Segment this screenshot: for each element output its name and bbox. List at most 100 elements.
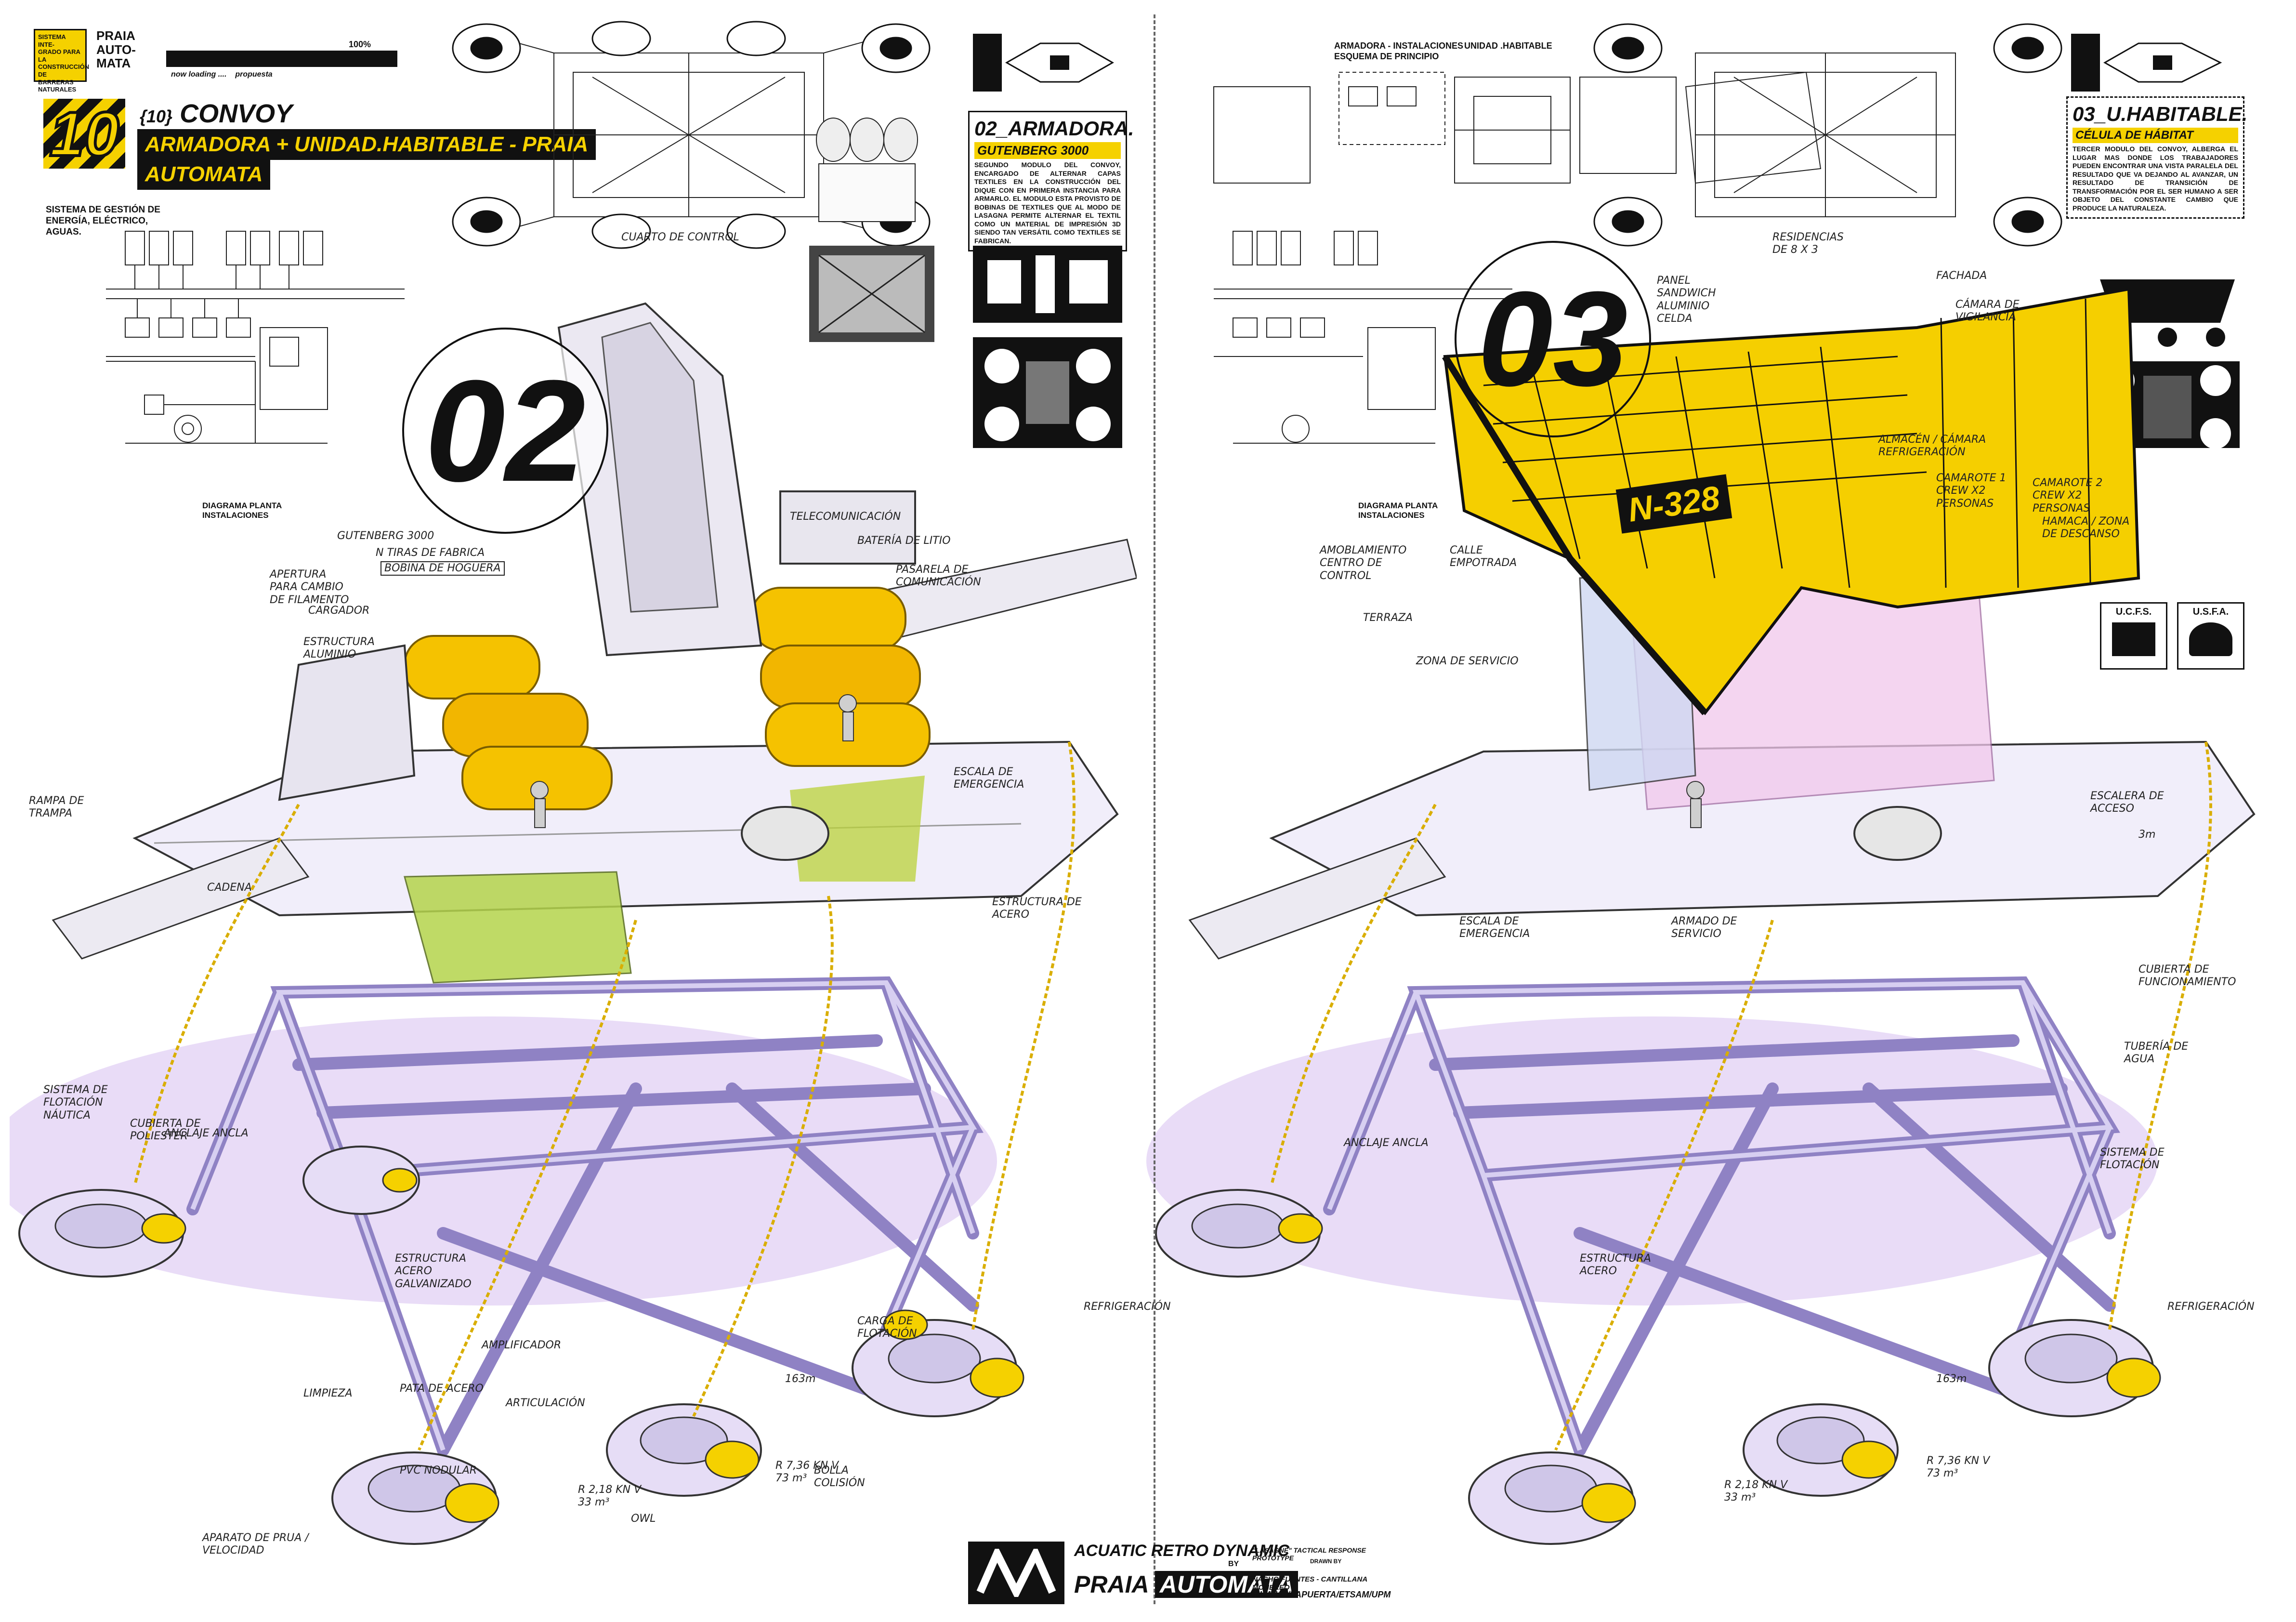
note-right: CALLE EMPOTRADA bbox=[1450, 544, 1517, 569]
convoy-title: {10} CONVOY bbox=[140, 99, 292, 129]
tag-line: GRADO PARA LA bbox=[38, 48, 80, 63]
energy-title: SISTEMA DE GESTIÓN DE ENERGÍA, ELÉCTRICO… bbox=[46, 205, 160, 237]
right-habitable-illustration bbox=[1146, 287, 2256, 1545]
ucfs-box: U.C.F.S. bbox=[2100, 602, 2167, 670]
right-module-icon bbox=[2071, 34, 2222, 92]
sheet-divider bbox=[1154, 14, 1155, 1604]
usfa-label: U.S.F.A. bbox=[2192, 607, 2229, 617]
footer-school: MHA-UD/LAPUERTA/ETSAM/UPM bbox=[1252, 1590, 1391, 1599]
tag-line: SISTEMA INTE- bbox=[38, 33, 66, 48]
note-right: 163m bbox=[1936, 1373, 1967, 1385]
note-left: 163m bbox=[785, 1373, 816, 1385]
note-left: ESTRUCTURA ACERO GALVANIZADO bbox=[395, 1253, 472, 1290]
note-right: 3m bbox=[2139, 829, 2156, 841]
note-left: N TIRAS DE FABRICA bbox=[376, 547, 485, 559]
note-right: ESTRUCTURA ACERO bbox=[1580, 1253, 1651, 1278]
note-right: ESCALA DE EMERGENCIA bbox=[1459, 915, 1530, 940]
note-left: CUBIERTA DE POLIESTER bbox=[130, 1118, 201, 1143]
note-left: BOLLA COLISIÓN bbox=[814, 1464, 865, 1490]
loading-text: now loading .... propuesta bbox=[171, 70, 273, 79]
tag-line: CONSTRUCCIÓN bbox=[38, 63, 90, 71]
note-right: ESCALERA DE ACCESO bbox=[2090, 790, 2164, 815]
logo-line: AUTO- bbox=[96, 42, 136, 57]
note-right: CÁMARA DE VIGILANCIA bbox=[1955, 299, 2020, 324]
note-left: ARTICULACIÓN bbox=[506, 1397, 585, 1409]
note-right: CAMAROTE 2 CREW X2 PERSONAS bbox=[2033, 477, 2103, 514]
note-left: SISTEMA DE FLOTACIÓN NÁUTICA bbox=[43, 1084, 108, 1121]
footer-authors: NACHO FUENTES - CANTILLANA MONEREO bbox=[1252, 1575, 1367, 1592]
loading-progress-bar bbox=[166, 51, 397, 67]
note-left: ANCLAJE ANCLA bbox=[164, 1127, 249, 1139]
left-big-number-text: 02 bbox=[425, 350, 586, 512]
ucfs-label: U.C.F.S. bbox=[2115, 607, 2152, 617]
usfa-emblem bbox=[2189, 622, 2232, 656]
note-right: CAMAROTE 1 CREW X2 PERSONAS bbox=[1936, 472, 2007, 510]
footer-brand: PRAIA AUTOMATA bbox=[1074, 1570, 1299, 1598]
footer-brand-right: AUTOMATA bbox=[1155, 1571, 1299, 1598]
left-armadora-illustration bbox=[10, 302, 1137, 1545]
sheet-number: 10 bbox=[43, 97, 125, 171]
note-left: ESCALA DE EMERGENCIA bbox=[954, 766, 1024, 791]
left-bobbin-sketch bbox=[809, 118, 934, 342]
footer-brand-left: PRAIA bbox=[1074, 1571, 1148, 1598]
footer-logo-mark bbox=[976, 1549, 1056, 1597]
sheet-number-text: 10 bbox=[48, 97, 121, 171]
footer-by: BY bbox=[1228, 1560, 1239, 1568]
subtitle-bar-2: AUTOMATA bbox=[137, 159, 271, 190]
note-right: ALMACÉN / CÁMARA REFRIGERACIÓN bbox=[1878, 434, 1986, 459]
right-module-panel: 03_U.HABITABLE. CÉLULA DE HÁBITAT TERCER… bbox=[2066, 96, 2248, 219]
note-left: APERTURA PARA CAMBIO DE FILAMENTO bbox=[270, 568, 349, 606]
note-left: R 7,36 KN V 73 m³ bbox=[775, 1460, 839, 1485]
note-left: GUTENBERG 3000 bbox=[337, 530, 434, 542]
footer-drawn-by: DRAWN BY bbox=[1310, 1558, 1342, 1565]
note-right: R 2,18 KN V 33 m³ bbox=[1724, 1479, 1788, 1504]
left-big-number: 02 bbox=[402, 328, 608, 534]
note-left: REFRIGERACIÓN bbox=[1084, 1301, 1171, 1313]
note-right: CUBIERTA DE FUNCIONAMIENTO bbox=[2139, 963, 2236, 989]
tag-line: NATURALES bbox=[38, 86, 77, 93]
right-diagram-title: DIAGRAMA PLANTA INSTALACIONES bbox=[1358, 501, 1438, 520]
progress-fill bbox=[168, 53, 395, 65]
note-right: TERRAZA bbox=[1363, 612, 1413, 624]
right-big-number-text: 03 bbox=[1478, 264, 1628, 414]
note-left: PVC NODULAR bbox=[400, 1464, 477, 1477]
header-logo: PRAIA AUTO- MATA bbox=[96, 29, 154, 70]
footer-title-block: ACUATIC RETRO DYNAMIC BY PRAIA AUTOMATA … bbox=[968, 1537, 1392, 1609]
note-left: OWL bbox=[631, 1513, 656, 1525]
left-module-title: 02_ARMADORA. bbox=[974, 117, 1134, 140]
right-instalaciones-title: ARMADORA - INSTALACIONES ESQUEMA DE PRIN… bbox=[1334, 41, 1463, 61]
note-right: FACHADA bbox=[1936, 270, 1987, 282]
note-right: REFRIGERACIÓN bbox=[2167, 1301, 2255, 1313]
note-right: AMOBLAMIENTO CENTRO DE CONTROL bbox=[1320, 544, 1407, 582]
note-left: ESTRUCTURA ALUMINIO bbox=[303, 636, 375, 661]
footer-prototype-line: "LASAGNE" TACTICAL RESPONSE PROTOTYPE bbox=[1252, 1546, 1366, 1562]
note-left: CUARTO DE CONTROL bbox=[621, 231, 739, 243]
note-left: RAMPA DE TRAMPA bbox=[29, 795, 84, 820]
tag-line: DE BARRERAS bbox=[38, 70, 74, 86]
right-module-subtitle: CÉLULA DE HÁBITAT bbox=[2073, 128, 2238, 143]
note-left: PATA DE ACERO bbox=[400, 1383, 484, 1395]
note-left: PASARELA DE COMUNICACIÓN bbox=[896, 564, 981, 589]
usfa-box: U.S.F.A. bbox=[2177, 602, 2244, 670]
note-left: CADENA bbox=[207, 882, 252, 894]
note-left: CARGA DE FLOTACIÓN bbox=[857, 1315, 917, 1340]
left-diagram-title: DIAGRAMA PLANTA INSTALACIONES bbox=[202, 501, 282, 520]
convoy-prefix: {10} bbox=[140, 106, 173, 126]
note-left: LIMPIEZA bbox=[303, 1387, 353, 1399]
right-big-number: 03 bbox=[1455, 241, 1651, 437]
note-right: HAMACA / ZONA DE DESCANSO bbox=[2042, 515, 2130, 541]
note-right: RESIDENCIAS DE 8 X 3 bbox=[1772, 231, 1844, 256]
left-module-panel: 02_ARMADORA. GUTENBERG 3000 SEGUNDO MODU… bbox=[968, 111, 1134, 251]
note-right: R 7,36 KN V 73 m³ bbox=[1927, 1455, 1990, 1480]
right-elevation-drawings bbox=[1213, 71, 1822, 184]
left-module-sections bbox=[973, 246, 1122, 448]
subtitle-bar-1: ARMADORA + UNIDAD.HABITABLE - PRAIA bbox=[137, 129, 596, 160]
right-unidad-title: UNIDAD .HABITABLE bbox=[1464, 41, 1552, 51]
right-module-title: 03_U.HABITABLE. bbox=[2073, 103, 2248, 125]
left-module-subtitle: GUTENBERG 3000 bbox=[974, 142, 1121, 159]
note-right: TUBERÍA DE AGUA bbox=[2124, 1041, 2189, 1066]
note-left: APARATO DE PRUA / VELOCIDAD bbox=[202, 1532, 309, 1557]
note-left: TELECOMUNICACIÓN bbox=[790, 511, 901, 523]
left-module-text: SEGUNDO MODULO DEL CONVOY, ENCARGADO DE … bbox=[974, 161, 1121, 245]
note-left: BOBINA DE HOGUERA bbox=[380, 561, 505, 576]
